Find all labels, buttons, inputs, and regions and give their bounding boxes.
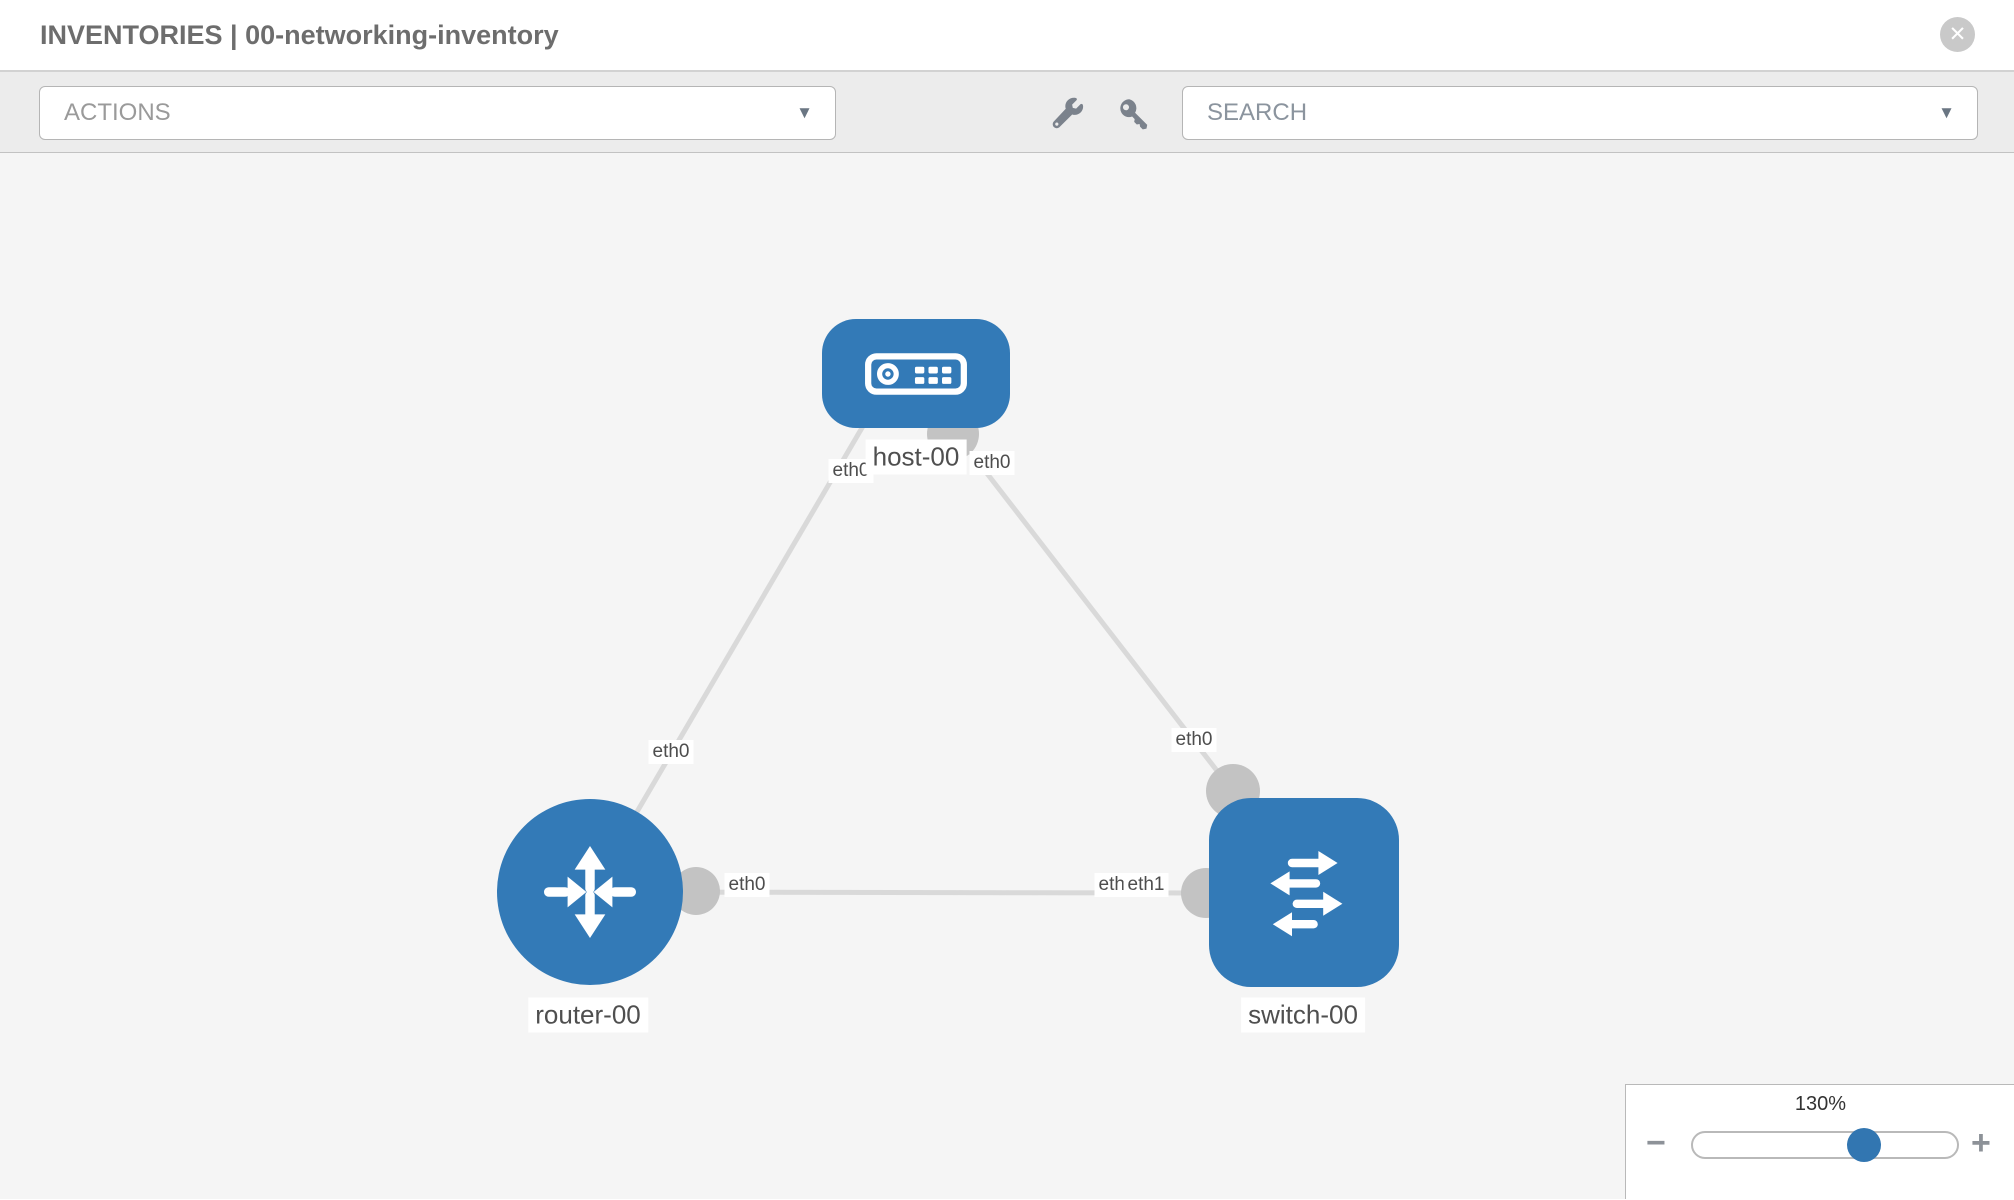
zoom-level-value: 130% [1794, 1093, 1847, 1115]
iface-label: eth0 [1171, 728, 1217, 752]
node-switch-00[interactable] [1209, 798, 1399, 987]
chevron-down-icon: ▼ [1938, 103, 1955, 122]
topology-links-layer [587, 408, 1271, 918]
node-router-00[interactable] [497, 799, 683, 985]
link-host-switch [946, 421, 1271, 840]
iface-label: eth0 [969, 451, 1015, 475]
host-icon [865, 352, 967, 395]
node-label-host: host-00 [865, 439, 967, 475]
router-icon [543, 845, 637, 939]
iface-label: eth0 [724, 873, 770, 897]
toolbar: ACTIONS ▼ SEARCH ▼ [0, 72, 2014, 153]
header: INVENTORIES | 00-networking-inventory ✕ [0, 0, 2014, 72]
zoom-in-button[interactable]: + [1971, 1124, 1991, 1162]
wrench-icon[interactable] [1050, 96, 1086, 132]
key-icon[interactable] [1117, 96, 1153, 132]
zoom-slider-track[interactable] [1691, 1131, 1959, 1159]
actions-dropdown[interactable]: ACTIONS ▼ [39, 86, 836, 140]
node-host-00[interactable] [822, 319, 1010, 428]
port-router-eth0 [672, 867, 720, 915]
node-label-router: router-00 [528, 997, 648, 1033]
node-label-switch: switch-00 [1241, 997, 1365, 1033]
topology-canvas[interactable]: eth0 eth0 eth0 eth0 eth0 eth0 eth1 host-… [0, 153, 2014, 1199]
zoom-out-button[interactable]: − [1646, 1124, 1666, 1162]
zoom-slider-thumb[interactable] [1847, 1128, 1881, 1162]
search-dropdown[interactable]: SEARCH ▼ [1182, 86, 1978, 140]
switch-icon [1270, 850, 1343, 936]
iface-label: eth1 [1123, 873, 1169, 897]
chevron-down-icon: ▼ [796, 103, 813, 122]
page-title: INVENTORIES | 00-networking-inventory [40, 19, 559, 50]
search-placeholder: SEARCH [1207, 99, 1308, 126]
actions-dropdown-label: ACTIONS [64, 99, 171, 126]
zoom-control-panel: 130% − + [1625, 1084, 2014, 1199]
close-icon[interactable]: ✕ [1940, 17, 1975, 52]
iface-label: eth0 [648, 740, 694, 764]
